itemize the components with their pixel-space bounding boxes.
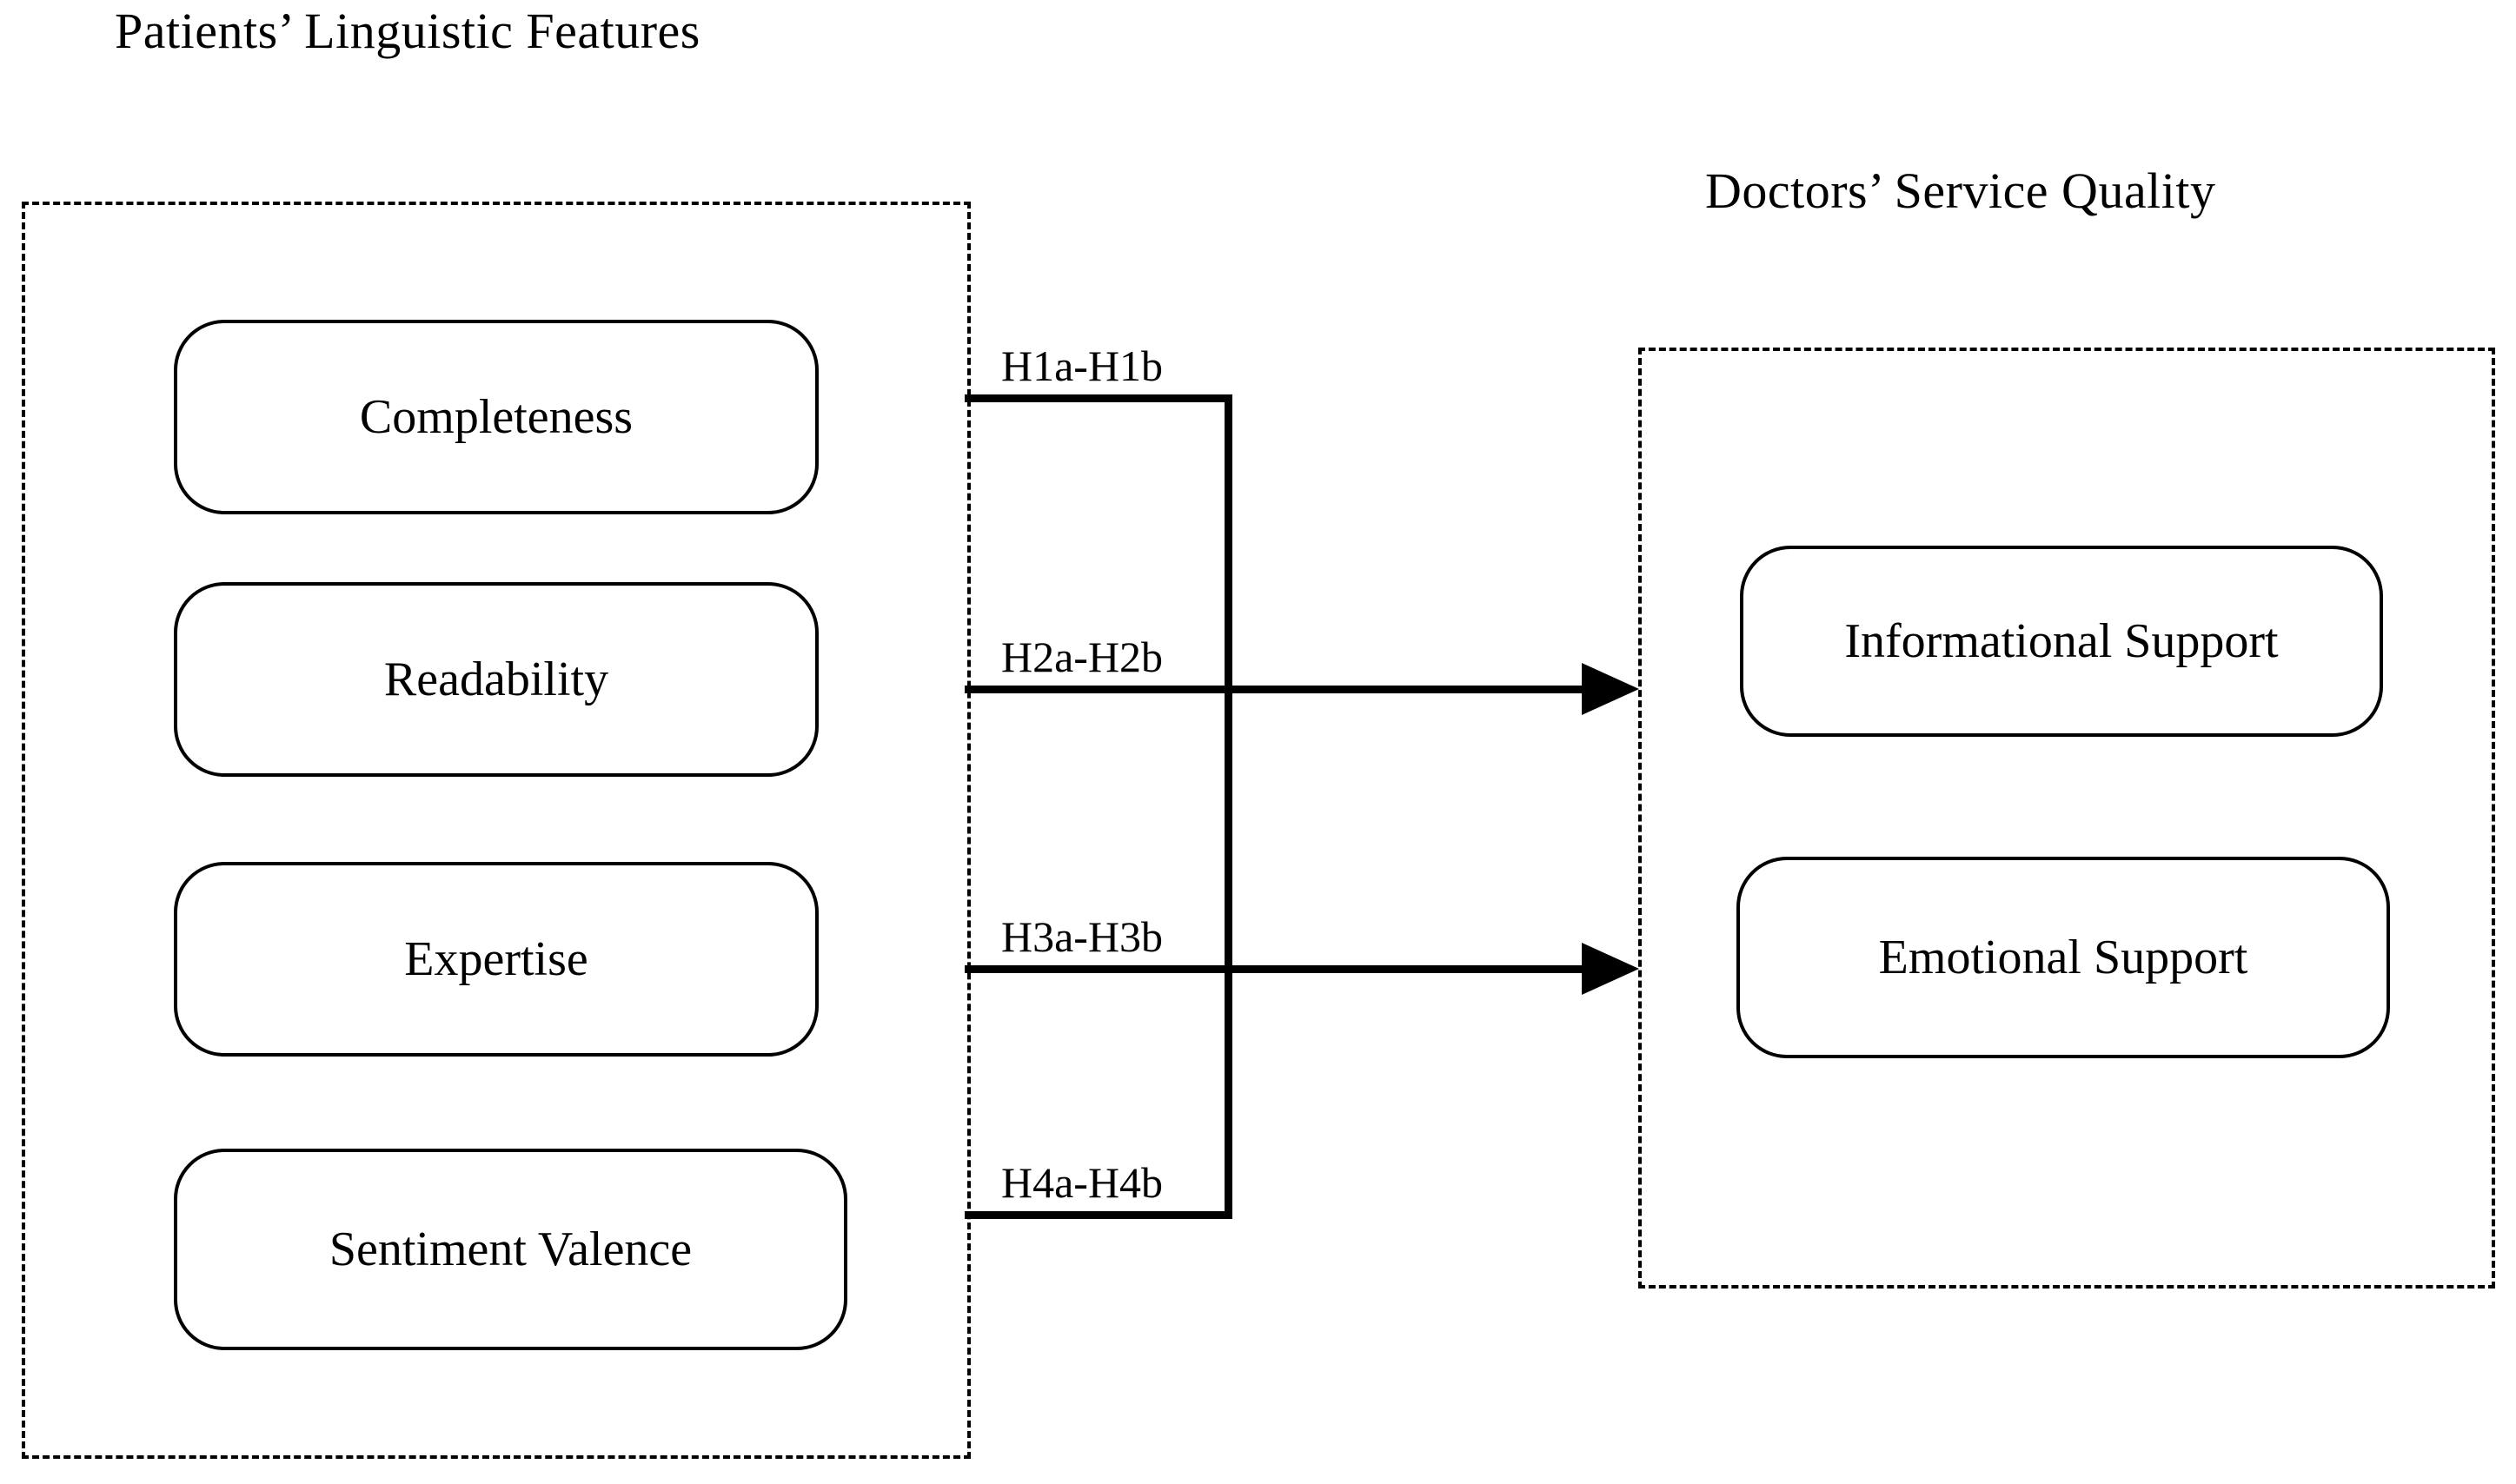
construct-readability[interactable]: Readability bbox=[174, 582, 819, 777]
left-group-title: Patients’ Linguistic Features bbox=[115, 3, 700, 59]
construct-sentiment-valence[interactable]: Sentiment Valence bbox=[174, 1149, 847, 1350]
connector-vertical-trunk bbox=[1225, 394, 1232, 1219]
connector-h4-segment bbox=[965, 1211, 1232, 1219]
construct-expertise[interactable]: Expertise bbox=[174, 862, 819, 1057]
hypothesis-label-h4: H4a-H4b bbox=[1001, 1158, 1164, 1207]
connector-h2-arrow-line bbox=[965, 686, 1583, 693]
construct-informational-support[interactable]: Informational Support bbox=[1740, 546, 2383, 737]
arrowhead-to-emotional-support bbox=[1582, 943, 1639, 995]
right-group-title: Doctors’ Service Quality bbox=[1705, 162, 2216, 219]
connector-h1-segment bbox=[965, 394, 1232, 402]
hypothesis-label-h3: H3a-H3b bbox=[1001, 912, 1164, 961]
connector-h3-arrow-line bbox=[965, 965, 1583, 973]
construct-emotional-support[interactable]: Emotional Support bbox=[1736, 857, 2390, 1058]
arrowhead-to-informational-support bbox=[1582, 663, 1639, 715]
left-group-container bbox=[22, 202, 971, 1459]
right-group-container bbox=[1638, 348, 2495, 1289]
hypothesis-label-h1: H1a-H1b bbox=[1001, 341, 1164, 390]
construct-completeness[interactable]: Completeness bbox=[174, 320, 819, 514]
hypothesis-label-h2: H2a-H2b bbox=[1001, 633, 1164, 681]
